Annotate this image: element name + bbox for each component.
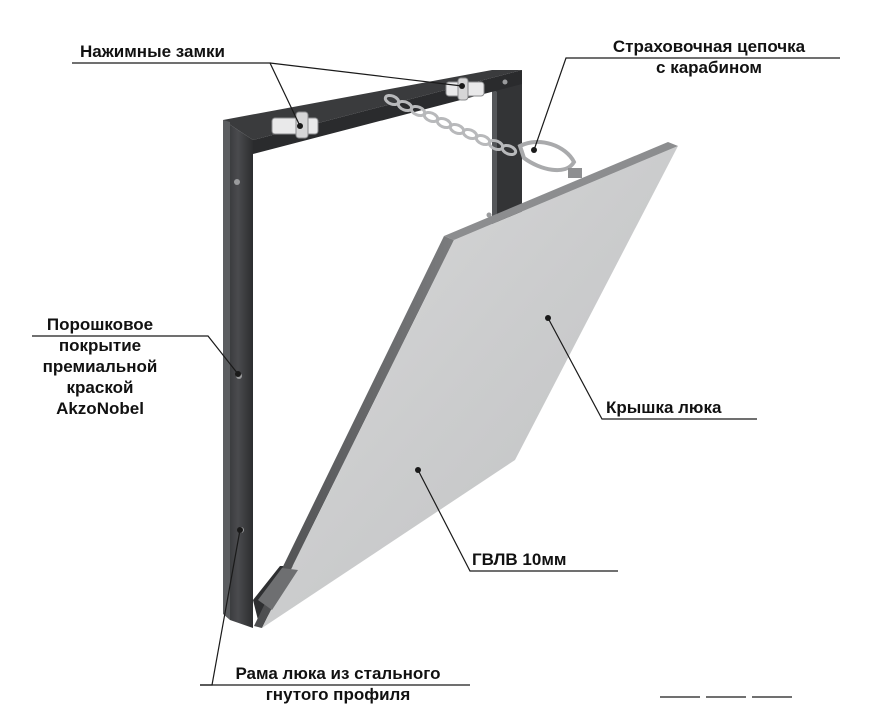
hatch-cover <box>254 142 678 628</box>
safety-chain <box>383 93 582 178</box>
label-powder-coating: Порошковое покрытие премиальной краской … <box>20 314 180 419</box>
label-coating-line1: Порошковое <box>46 315 154 334</box>
leader-material <box>417 469 618 572</box>
cover-face <box>262 146 678 628</box>
label-safety-chain: Страховочная цепочка с карабином <box>574 36 844 78</box>
cover-edge <box>254 236 454 628</box>
label-frame-line2: гнутого профиля <box>265 685 411 704</box>
leader-lines <box>32 57 840 698</box>
label-coating-line5: AkzoNobel <box>56 399 144 418</box>
leader-coating <box>32 335 239 375</box>
leader-cover <box>547 317 757 420</box>
label-safety-chain-line1: Страховочная цепочка <box>612 37 806 56</box>
label-frame-line1: Рама люка из стального <box>235 664 441 683</box>
label-safety-chain-line2: с карабином <box>656 58 762 77</box>
label-coating-line4: краской <box>66 378 134 397</box>
frame-top-bar <box>223 70 522 140</box>
label-coating-line2: покрытие <box>58 336 142 355</box>
label-material: ГВЛВ 10мм <box>472 550 567 569</box>
leader-chain <box>533 57 840 151</box>
label-coating-line3: премиальной <box>42 357 158 376</box>
label-frame: Рама люка из стального гнутого профиля <box>196 663 480 705</box>
carabiner <box>517 140 577 173</box>
leader-locks-right <box>269 62 463 87</box>
label-cover: Крышка люка <box>606 398 722 417</box>
label-push-locks: Нажимные замки <box>80 42 225 61</box>
